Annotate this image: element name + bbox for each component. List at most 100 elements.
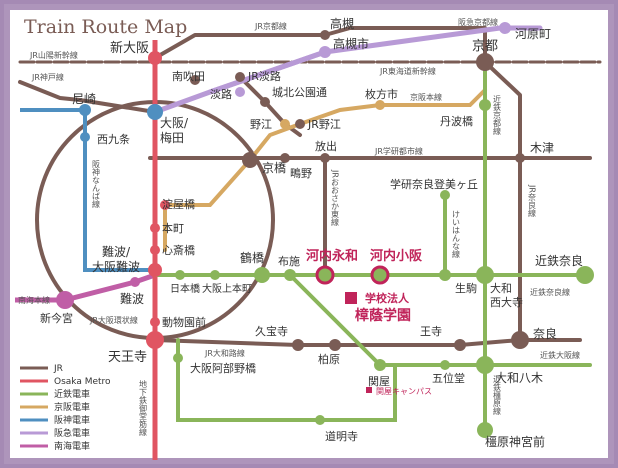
station-takatsukishi[interactable]: [319, 46, 331, 58]
station-fuse[interactable]: [284, 269, 296, 281]
kintetsu-lines: [153, 60, 592, 432]
line-label-jr-sanyo-shinkansen: JR山陽新幹線: [29, 50, 78, 60]
station-kawachieiwa[interactable]: [315, 265, 335, 285]
station-takatsuki[interactable]: [320, 30, 330, 40]
line-label-kintetsu-osaka: 近鉄大阪線: [540, 350, 580, 360]
legend-label: 近鉄電車: [54, 388, 90, 400]
station-nishikujo[interactable]: [80, 132, 90, 142]
station-osaka-abenobashi[interactable]: [173, 353, 183, 363]
station-markers: [56, 22, 594, 438]
label-jokoen: 城北公園通: [272, 86, 327, 99]
station-minamisuita[interactable]: [190, 75, 200, 85]
station-noe[interactable]: [280, 119, 290, 129]
label-kyobashi: 京橋: [262, 161, 286, 175]
jr-awaji-line: [238, 75, 302, 137]
line-label-jr-gakkentoshi: JR学研都市線: [374, 146, 423, 156]
station-jr-awaji[interactable]: [235, 72, 245, 82]
label-yodoyabashi: 淀屋橋: [162, 197, 195, 211]
station-shinimamiya[interactable]: [56, 291, 74, 309]
label-noe: 野江: [250, 118, 272, 131]
station-kintetsu-nara[interactable]: [576, 266, 594, 284]
kintetsu-osaka-line: [288, 273, 592, 367]
station-namba[interactable]: [130, 277, 140, 287]
station-gakken[interactable]: [440, 190, 450, 200]
station-osaka-umeda[interactable]: [147, 104, 163, 120]
station-nihonbashi[interactable]: [175, 270, 185, 280]
label-kyuhoji: 久宝寺: [255, 324, 288, 338]
line-label-jr-osaka-loop: JR大阪環状線: [89, 315, 138, 325]
line-label-hanshin-namba: 阪神なんば線: [92, 160, 101, 208]
legend-label: 南海電車: [54, 440, 90, 452]
label-kashiwara: 柏原: [318, 352, 340, 366]
station-shinsaibashi[interactable]: [150, 245, 160, 255]
station-yodoyabashi[interactable]: [160, 200, 170, 210]
line-label-keihanna: けいはんな線: [452, 210, 461, 258]
label-osaka-umeda-1: 大阪/: [160, 116, 189, 130]
label-yamato-yagi: 大和八木: [495, 371, 543, 385]
school-label-line2: 樟蔭学園: [355, 307, 411, 324]
station-sekiya[interactable]: [374, 359, 386, 371]
line-label-kintetsu-kashihara: 近鉄橿原線: [493, 374, 502, 415]
label-shinimamiya: 新今宮: [40, 311, 73, 325]
school-marker: [345, 292, 357, 304]
station-honmachi[interactable]: [150, 223, 160, 233]
station-awaji[interactable]: [235, 87, 245, 97]
label-nara: 奈良: [533, 326, 557, 341]
station-domyoji[interactable]: [315, 415, 325, 425]
keihan-main-line: [163, 88, 487, 252]
station-kashiwara[interactable]: [329, 339, 341, 351]
station-yamato-yagi[interactable]: [476, 356, 494, 374]
label-namba-osakanamba-1: 難波/: [102, 244, 131, 259]
station-amagasaki[interactable]: [79, 104, 91, 116]
station-dobutsuenmae[interactable]: [150, 317, 160, 327]
station-kashiharajingumae[interactable]: [477, 422, 493, 438]
label-osaka-abenobashi: 大阪阿部野橋: [190, 361, 256, 375]
station-kawaramachi[interactable]: [499, 22, 511, 34]
station-kizu[interactable]: [515, 153, 525, 163]
label-yamato-saidaiji-2: 西大寺: [490, 295, 523, 309]
label-kawachikosaka: 河内小阪: [370, 248, 423, 264]
jr-kyoto-line: [153, 26, 487, 64]
station-ikoma[interactable]: [439, 269, 451, 281]
label-tanbabashi: 丹波橋: [440, 114, 473, 128]
label-takatsukishi: 高槻市: [333, 36, 369, 51]
station-osakauehonmachi[interactable]: [210, 270, 220, 280]
label-awaji: 淡路: [210, 88, 232, 101]
jr-lines: [18, 26, 602, 347]
label-domyoji: 道明寺: [325, 429, 358, 443]
label-goidou: 五位堂: [432, 371, 465, 385]
station-hirakatashi[interactable]: [375, 100, 385, 110]
station-kyoto[interactable]: [476, 53, 494, 71]
station-yamato-saidaiji[interactable]: [476, 266, 494, 284]
label-nihonbashi: 日本橋: [170, 282, 200, 295]
station-kyuhoji[interactable]: [292, 339, 304, 351]
vertical-line-labels: 近鉄京都線 阪神なんば線 JRおおさか東線 けいはんな線 JR奈良線 近鉄橿原線…: [92, 94, 537, 436]
label-kizu: 木津: [530, 141, 554, 155]
station-namba-osakanamba[interactable]: [148, 263, 162, 277]
label-minamisuita: 南吹田: [172, 70, 205, 83]
station-shin-osaka[interactable]: [148, 51, 162, 65]
station-shigino[interactable]: [280, 153, 290, 163]
station-jokoen[interactable]: [260, 97, 270, 107]
station-nara[interactable]: [511, 331, 529, 349]
label-kawaramachi: 河原町: [515, 27, 551, 41]
legend-label: JR: [53, 364, 63, 374]
label-fuse: 布施: [278, 255, 300, 268]
label-yamato-saidaiji-1: 大和: [490, 281, 512, 295]
station-kyobashi[interactable]: [242, 152, 258, 168]
station-tanbabashi[interactable]: [479, 99, 491, 111]
label-kawachieiwa: 河内永和: [306, 248, 358, 264]
station-hanaten[interactable]: [320, 153, 330, 163]
station-tsuruhashi[interactable]: [254, 267, 270, 283]
line-label-jr-nara: JR奈良線: [528, 184, 537, 217]
station-tennoji[interactable]: [146, 331, 164, 349]
label-namba-osakanamba-2: 大阪難波: [92, 259, 140, 274]
line-label-jr-tokaido-shinkansen: JR東海道新幹線: [379, 66, 436, 76]
legend-label: 京阪電車: [54, 401, 90, 413]
station-ojidera[interactable]: [454, 339, 466, 351]
station-jr-noe[interactable]: [295, 119, 305, 129]
station-goidou[interactable]: [440, 360, 450, 370]
map-title: Train Route Map: [24, 16, 187, 38]
station-kawachikosaka[interactable]: [370, 265, 390, 285]
